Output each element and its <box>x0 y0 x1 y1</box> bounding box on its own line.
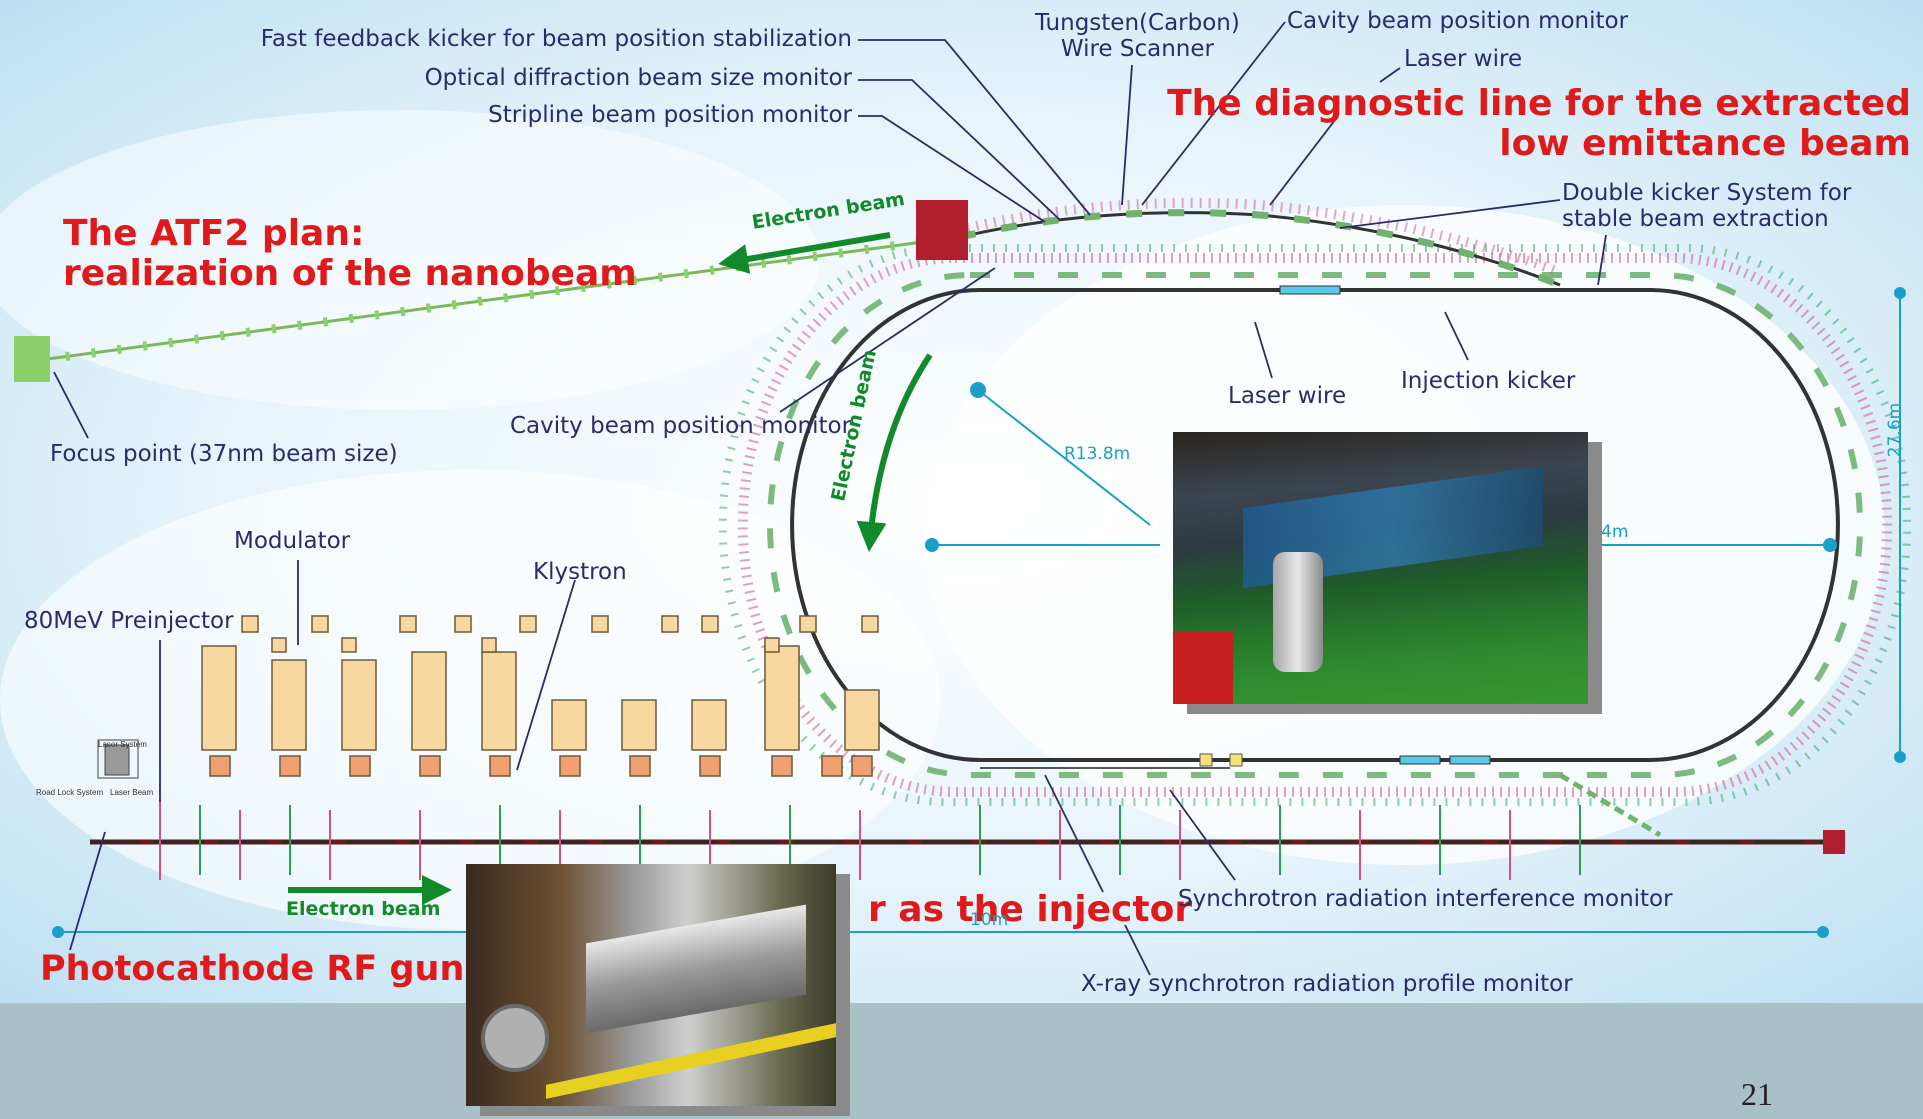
dim-width-partial: 4m <box>1601 522 1629 542</box>
linac-photo <box>466 864 836 1106</box>
title-diagnostic-line: The diagnostic line for the extracted lo… <box>1167 83 1911 165</box>
linac-photo-yellow-rail <box>546 1023 836 1099</box>
label-xray-profile-monitor: X-ray synchrotron radiation profile moni… <box>1081 971 1573 997</box>
page-number: 21 <box>1741 1076 1773 1112</box>
label-injection-kicker: Injection kicker <box>1401 368 1576 394</box>
label-road-lock-system: Road Lock System <box>36 788 104 797</box>
title-atf2-plan: The ATF2 plan: realization of the nanobe… <box>63 213 637 295</box>
linac-photo-flange <box>481 1004 549 1072</box>
extraction-line <box>948 197 1562 289</box>
linac-photo-pipe <box>586 904 806 1034</box>
title-injector: r as the injector <box>868 889 1193 930</box>
label-laser-wire-top: Laser wire <box>1404 46 1523 72</box>
dim-radius: R13.8m <box>1064 444 1131 464</box>
label-laser-wire-ring: Laser wire <box>1228 383 1347 409</box>
klystron-array <box>201 615 880 777</box>
focus-point-marker <box>14 336 50 382</box>
dim-length-partial: 10m <box>970 910 1009 930</box>
label-focus-point: Focus point (37nm beam size) <box>50 441 398 467</box>
label-preinjector: 80MeV Preinjector <box>24 608 234 634</box>
label-electron-beam-bottom: Electron beam <box>286 898 441 920</box>
label-double-kicker: Double kicker System for stable beam ext… <box>1562 180 1852 233</box>
linac <box>90 767 1845 880</box>
label-klystron: Klystron <box>533 559 627 585</box>
dump-block <box>916 200 968 260</box>
dim-height: 27.6m <box>1885 402 1906 458</box>
label-tungsten-wire-scanner: Tungsten(Carbon) Wire Scanner <box>1035 10 1240 63</box>
electron-beam-arrow-ring <box>856 353 933 552</box>
label-stripline-bpm: Stripline beam position monitor <box>488 102 852 128</box>
ring-photo-chamber <box>1273 552 1323 672</box>
label-modulator: Modulator <box>234 528 351 554</box>
label-optical-diffraction-monitor: Optical diffraction beam size monitor <box>424 65 852 91</box>
label-laser-system: Laser System <box>98 740 147 749</box>
label-sr-interference-monitor: Synchrotron radiation interference monit… <box>1178 886 1673 912</box>
atf2-beamline <box>14 200 968 382</box>
label-cavity-bpm-mid: Cavity beam position monitor <box>510 413 852 439</box>
ring-photo-red-device <box>1173 632 1233 704</box>
title-rf-gun: Photocathode RF gun <box>40 949 465 989</box>
label-fast-feedback-kicker: Fast feedback kicker for beam position s… <box>260 26 852 52</box>
laser-system-box <box>104 744 130 776</box>
damping-ring-photo <box>1173 432 1588 704</box>
label-laser-beam: Laser Beam <box>110 788 154 797</box>
label-cavity-bpm-top: Cavity beam position monitor <box>1287 8 1629 34</box>
electron-beam-arrow-top <box>718 232 891 274</box>
